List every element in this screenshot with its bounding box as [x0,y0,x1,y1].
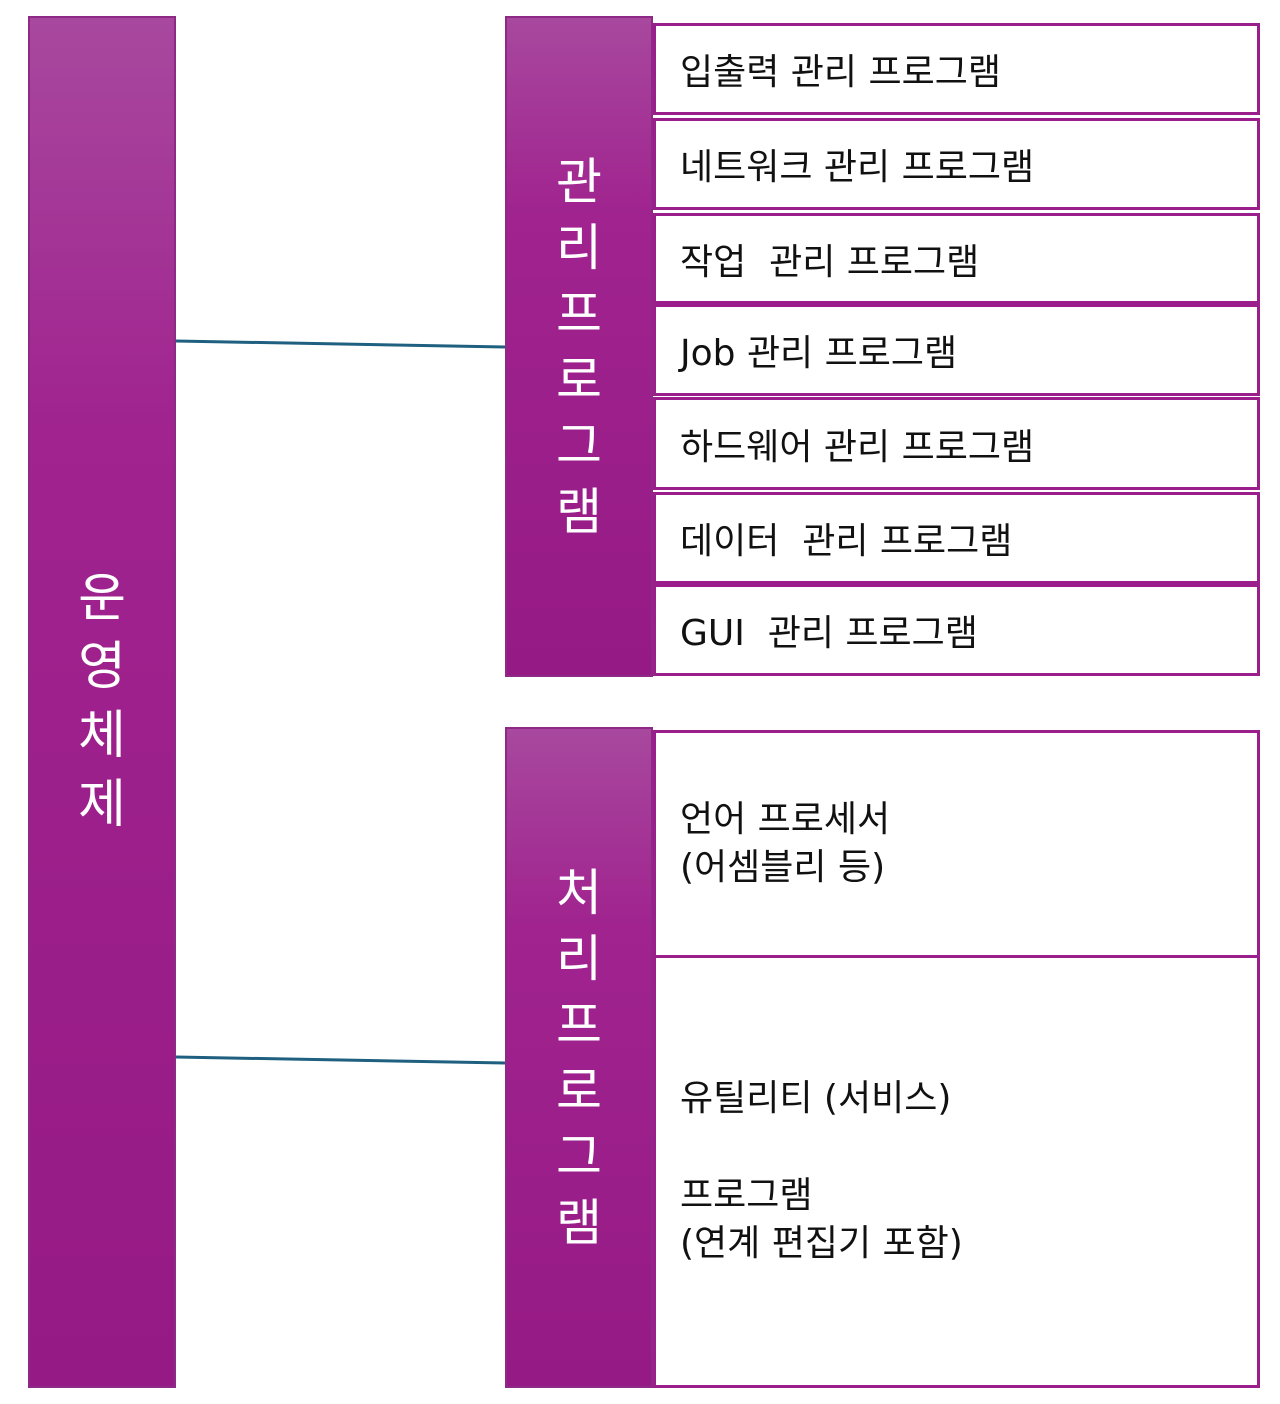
management-item-hardware: 하드웨어 관리 프로그램 [653,397,1260,490]
management-item-data: 데이터 관리 프로그램 [653,492,1260,584]
processing-item-label: 유틸리티 (서비스) 프로그램 (연계 편집기 포함) [680,1078,963,1264]
management-item-label: GUI 관리 프로그램 [680,613,978,654]
management-item-label: 데이터 관리 프로그램 [680,521,1013,562]
operating-system-label: 운 영 체 제 [78,568,126,835]
connector-os-to-management [175,339,506,349]
connector-os-to-processing [175,1055,506,1065]
management-item-label: 입출력 관리 프로그램 [680,52,1001,93]
operating-system-node: 운 영 체 제 [28,16,176,1388]
management-program-node: 관 리 프 로 그 램 [505,16,653,677]
management-item-label: Job 관리 프로그램 [680,333,958,374]
management-item-network: 네트워크 관리 프로그램 [653,118,1260,210]
processing-program-label: 처 리 프 로 그 램 [556,863,602,1252]
management-item-gui: GUI 관리 프로그램 [653,584,1260,676]
management-item-label: 작업 관리 프로그램 [680,241,980,283]
management-item-label: 네트워크 관리 프로그램 [680,147,1035,188]
processing-program-node: 처 리 프 로 그 램 [505,727,653,1388]
processing-item-language-processor: 언어 프로세서 (어셈블리 등) [653,730,1260,958]
management-item-label: 하드웨어 관리 프로그램 [680,426,1035,468]
management-item-io: 입출력 관리 프로그램 [653,23,1260,115]
management-item-task: 작업 관리 프로그램 [653,213,1260,304]
management-item-job: Job 관리 프로그램 [653,304,1260,396]
processing-item-label: 언어 프로세서 (어셈블리 등) [680,798,891,888]
processing-item-utility: 유틸리티 (서비스) 프로그램 (연계 편집기 포함) [653,955,1260,1388]
management-program-label: 관 리 프 로 그 램 [556,152,602,541]
